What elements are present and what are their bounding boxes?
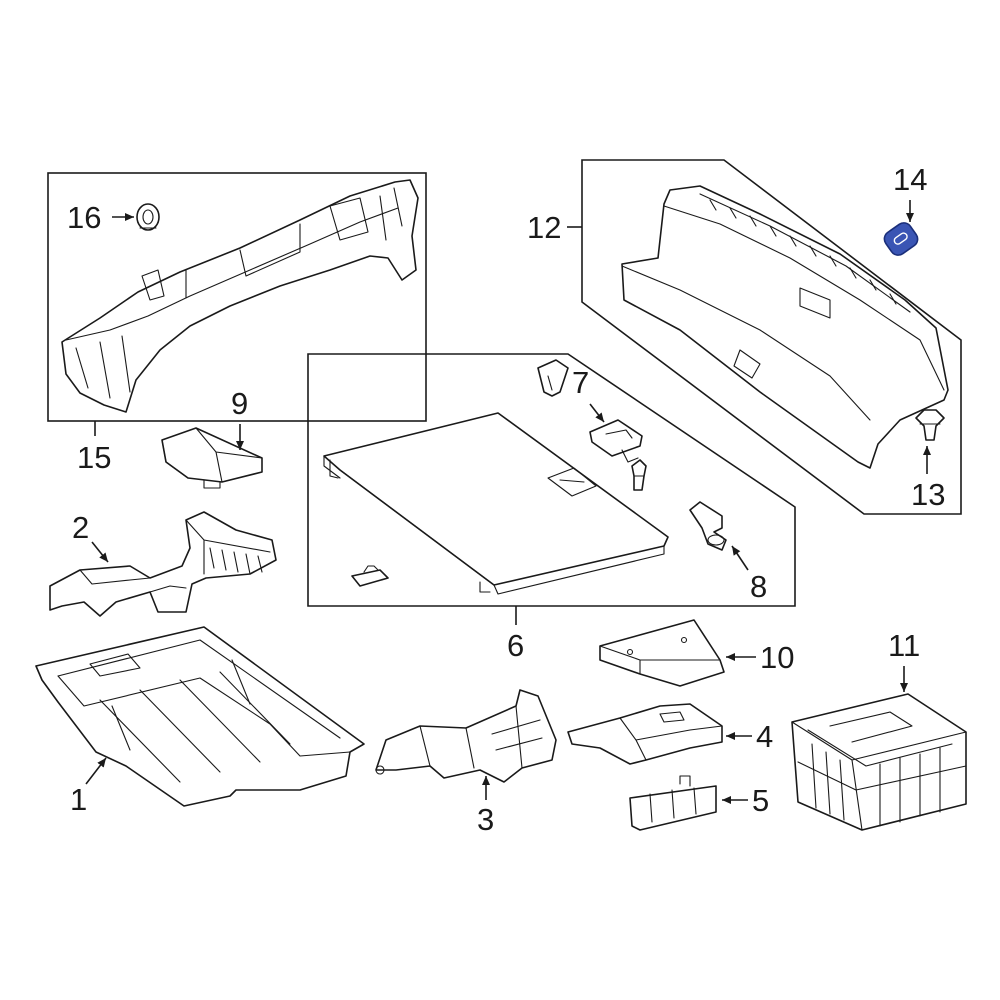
svg-text:11: 11 xyxy=(888,628,920,663)
group-frame-15 xyxy=(47,172,427,422)
part-2-bracket[interactable] xyxy=(49,511,277,617)
callout-11: 11 xyxy=(888,628,920,692)
clip-slot xyxy=(893,232,908,245)
callout-12: 12 xyxy=(527,210,582,245)
part-7-handle[interactable] xyxy=(589,419,643,463)
svg-text:2: 2 xyxy=(72,510,89,545)
callout-3: 3 xyxy=(477,776,494,837)
callout-8: 8 xyxy=(731,545,767,604)
callout-2: 2 xyxy=(72,510,109,563)
part-14-clip-highlighted[interactable] xyxy=(881,220,920,259)
group-frame-12 xyxy=(581,159,962,515)
part-5-bracket[interactable] xyxy=(629,775,717,831)
highlighted-clip-shape xyxy=(883,222,919,256)
callout-4: 4 xyxy=(726,719,773,754)
svg-text:4: 4 xyxy=(756,719,773,754)
part-6-small-clip[interactable] xyxy=(351,565,389,587)
svg-text:7: 7 xyxy=(572,365,589,400)
part-11-storage-box[interactable] xyxy=(791,693,967,831)
part-3-support[interactable] xyxy=(375,689,557,783)
part-10-cover[interactable] xyxy=(599,619,725,687)
svg-text:14: 14 xyxy=(893,162,927,197)
part-8-hook[interactable] xyxy=(689,501,727,551)
svg-text:5: 5 xyxy=(752,783,769,818)
svg-text:6: 6 xyxy=(507,628,524,663)
callout-13: 13 xyxy=(911,446,945,512)
svg-text:10: 10 xyxy=(760,640,794,675)
part-7-bolt[interactable] xyxy=(631,459,647,491)
group-frame-6 xyxy=(307,353,796,607)
callout-6: 6 xyxy=(507,606,524,663)
part-4-tray-insert[interactable] xyxy=(567,703,723,765)
callout-16: 16 xyxy=(67,200,134,235)
part-13-push-pin[interactable] xyxy=(915,409,945,441)
part-15-trunk-trim-panel[interactable] xyxy=(61,179,419,413)
svg-text:13: 13 xyxy=(911,477,945,512)
svg-text:8: 8 xyxy=(750,569,767,604)
callout-9: 9 xyxy=(231,386,248,450)
part-1-trunk-tray[interactable] xyxy=(35,626,365,807)
part-16-push-pin[interactable] xyxy=(136,203,160,231)
part-9-cover[interactable] xyxy=(161,427,263,489)
svg-text:15: 15 xyxy=(77,440,111,475)
callout-10: 10 xyxy=(726,640,794,675)
part-7-nut-clip[interactable] xyxy=(537,359,569,397)
svg-text:9: 9 xyxy=(231,386,248,421)
part-12-rear-panel-trim[interactable] xyxy=(621,185,949,469)
svg-text:1: 1 xyxy=(70,782,87,817)
callout-1: 1 xyxy=(70,757,107,817)
callout-7: 7 xyxy=(572,365,605,423)
svg-text:3: 3 xyxy=(477,802,494,837)
callout-5: 5 xyxy=(722,783,769,818)
callout-14: 14 xyxy=(893,162,927,222)
svg-text:12: 12 xyxy=(527,210,561,245)
svg-text:16: 16 xyxy=(67,200,101,235)
part-6-floor-board[interactable] xyxy=(323,412,669,595)
callout-15: 15 xyxy=(77,421,111,475)
